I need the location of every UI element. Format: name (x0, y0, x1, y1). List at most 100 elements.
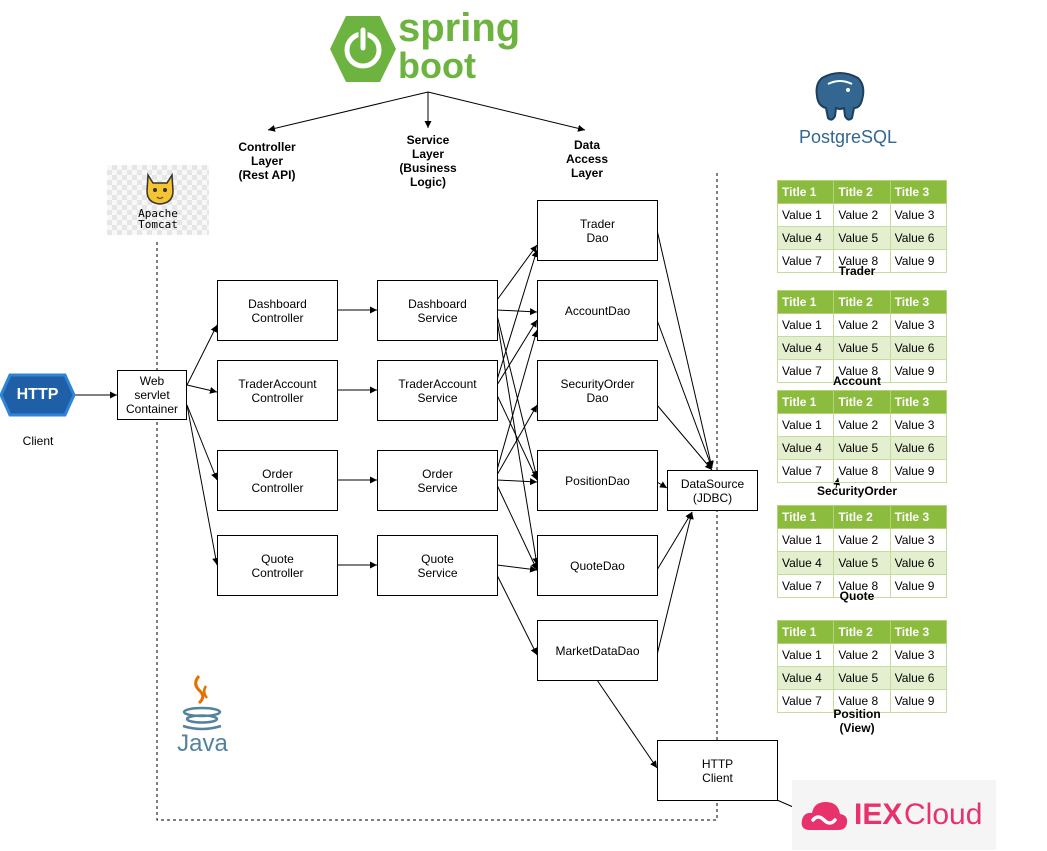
table-cell: Value 7 (776, 459, 835, 483)
http-client: HTTP Client (657, 740, 778, 801)
table-header-cell: Title 1 (776, 390, 835, 414)
web-servlet-container: Web servlet Container (117, 370, 187, 420)
table-cell: Value 3 (889, 643, 948, 667)
table-cell: Value 5 (833, 336, 891, 360)
table-header-cell: Title 3 (889, 290, 948, 314)
postgresql-text: PostgreSQL (798, 127, 898, 147)
table-cell: Value 1 (776, 413, 835, 437)
java-logo: Java (175, 672, 230, 762)
spring-power-icon (330, 16, 396, 82)
table-cell: Value 5 (833, 666, 891, 690)
tomcat-cat-icon (146, 172, 174, 205)
quote-service: Quote Service (377, 535, 498, 596)
java-text: Java (177, 730, 228, 757)
client-label: Client (22, 434, 54, 448)
table-cell: Value 3 (889, 413, 948, 437)
cloud-text: Cloud (904, 798, 983, 831)
table-header-cell: Title 1 (776, 505, 835, 529)
postgresql-logo: PostgreSQL (788, 70, 908, 150)
order-service: Order Service (377, 450, 498, 511)
postgresql-elephant-icon (815, 72, 865, 121)
table-header-cell: Title 3 (889, 390, 948, 414)
table-caption-quote: Quote (839, 589, 875, 603)
service-layer-label: Service Layer (Business Logic) (399, 133, 457, 189)
iex-cloud-logo: IEX Cloud (792, 780, 996, 850)
quote-dao: QuoteDao (537, 535, 658, 596)
iex-cloud-icon (801, 802, 848, 830)
http-badge-text: HTTP (16, 386, 59, 403)
table-cell: Value 6 (889, 436, 948, 460)
table-cell: Value 4 (776, 666, 835, 690)
table-header-cell: Title 3 (889, 620, 948, 644)
table-header-cell: Title 2 (833, 390, 891, 414)
table-cell: Value 2 (833, 313, 891, 337)
table-cell: Value 8 (833, 459, 891, 483)
table-cell: Value 1 (776, 203, 835, 227)
table-cell: Value 9 (889, 574, 948, 598)
trader-account-service: TraderAccount Service (377, 360, 498, 421)
table-cell: Value 1 (776, 643, 835, 667)
spring-text: spring (398, 6, 521, 50)
table-cell: Value 1 (776, 528, 835, 552)
table-cell: Value 4 (776, 336, 835, 360)
table-cell: Value 3 (889, 203, 948, 227)
account-dao: AccountDao (537, 280, 658, 341)
table-cell: Value 8 (833, 359, 891, 383)
table-cell: Value 8 (833, 249, 891, 273)
security-order-dao: SecurityOrder Dao (537, 360, 658, 421)
table-cell: Value 7 (776, 689, 835, 713)
datasource: DataSource (JDBC) (667, 470, 758, 511)
controller-layer-label: Controller Layer (Rest API) (238, 140, 296, 182)
table-cell: Value 3 (889, 528, 948, 552)
table-caption-account: Account (833, 374, 881, 388)
table-cell: Value 4 (776, 436, 835, 460)
table-cell: Value 3 (889, 313, 948, 337)
table-header-cell: Title 1 (776, 290, 835, 314)
http-hexagon-icon (0, 373, 76, 417)
table-cell: Value 5 (833, 226, 891, 250)
tomcat-label-1: Apache (138, 207, 178, 220)
dashboard-service: Dashboard Service (377, 280, 498, 341)
trader-dao: Trader Dao (537, 200, 658, 261)
table-cell: Value 9 (889, 459, 948, 483)
table-header-cell: Title 1 (776, 180, 835, 204)
table-header-cell: Title 2 (833, 505, 891, 529)
table-caption-security-order: SecurityOrder (816, 484, 898, 498)
table-cell: Value 5 (833, 551, 891, 575)
boot-text: boot (398, 45, 476, 86)
dao-layer-label: Data Access Layer (565, 138, 609, 180)
java-cup-icon (182, 675, 222, 731)
table-cell: Value 2 (833, 203, 891, 227)
table-cell: Value 6 (889, 226, 948, 250)
order-controller: Order Controller (217, 450, 338, 511)
table-caption-trader: Trader (838, 264, 876, 278)
table-cell: Value 9 (889, 249, 948, 273)
table-cell: Value 9 (889, 689, 948, 713)
table-cell: Value 8 (833, 689, 891, 713)
dashboard-controller: Dashboard Controller (217, 280, 338, 341)
market-data-dao: MarketDataDao (537, 620, 658, 681)
http-badge: HTTP (0, 373, 76, 417)
trader-account-controller: TraderAccount Controller (217, 360, 338, 421)
table-header-cell: Title 2 (833, 290, 891, 314)
table-cell: Value 7 (776, 574, 835, 598)
table-cell: Value 2 (833, 528, 891, 552)
table-caption-position: Position (View) (833, 707, 881, 735)
